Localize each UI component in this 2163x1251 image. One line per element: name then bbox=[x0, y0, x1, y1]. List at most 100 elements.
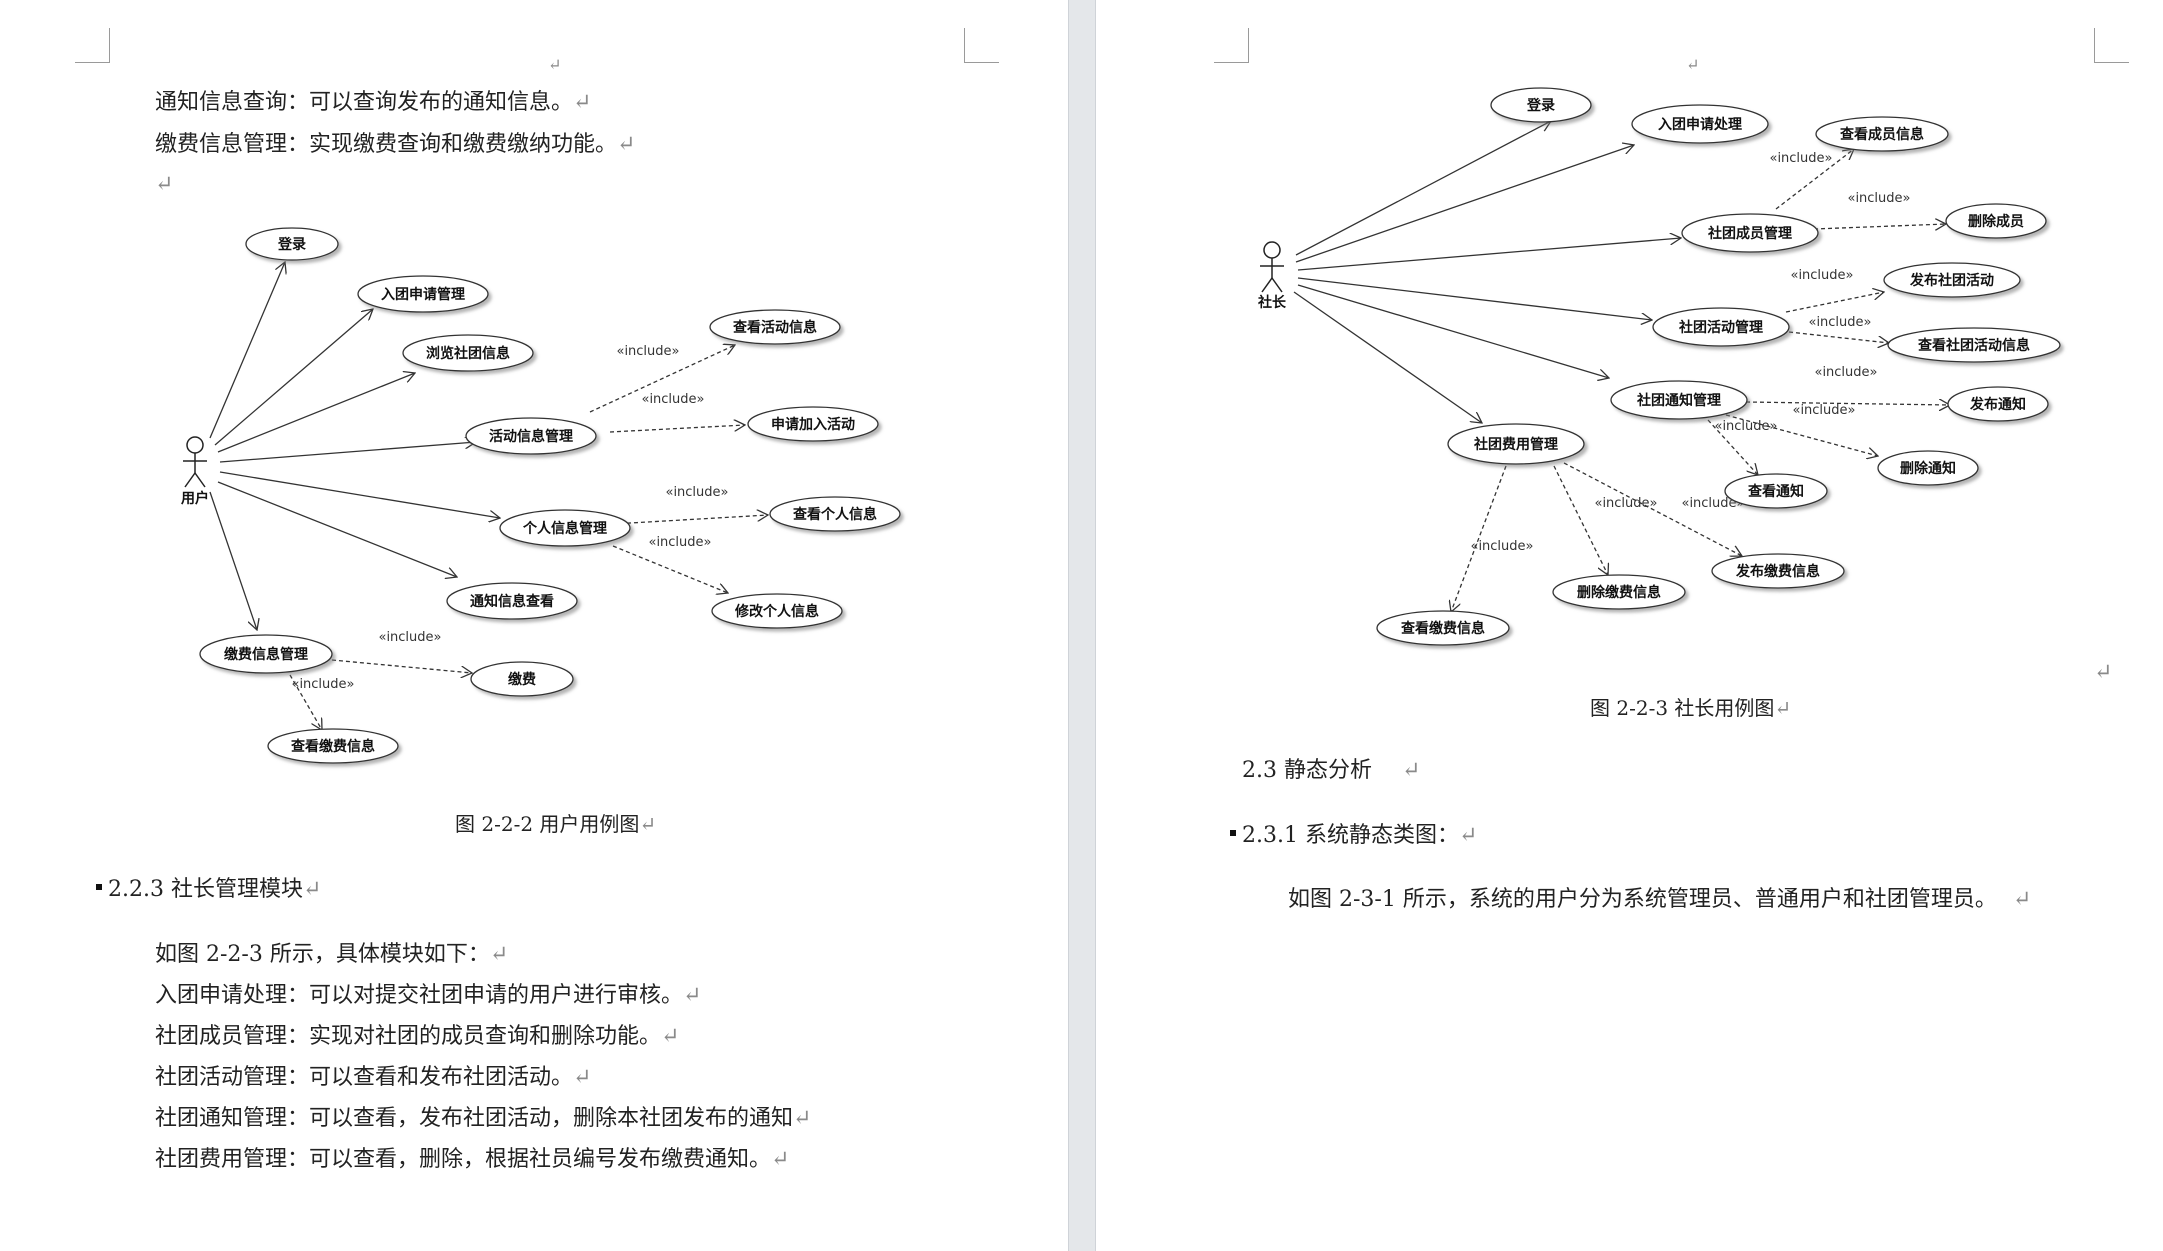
use-case-label: 入团申请处理 bbox=[1658, 116, 1742, 133]
document-page-left: ↵ 通知信息查询：可以查询发布的通知信息。↵ 缴费信息管理：实现缴费查询和缴费缴… bbox=[0, 0, 1068, 1251]
use-case-ellipse bbox=[711, 593, 843, 629]
include-label: «include» bbox=[1808, 315, 1871, 330]
use-case-label: 缴费信息管理 bbox=[224, 646, 308, 663]
associations bbox=[1293, 121, 1681, 423]
use-case-label: 查看活动信息 bbox=[733, 319, 817, 336]
subsection-heading[interactable]: 2.3.1 系统静态类图：↵ bbox=[1242, 821, 1477, 851]
paragraph-text: 社团成员管理：实现对社团的成员查询和删除功能。 bbox=[155, 1024, 662, 1049]
paragraph-mark: ↵ bbox=[1774, 696, 1792, 720]
page-gap bbox=[1068, 0, 1096, 1251]
paragraph-text: 社团通知管理：可以查看，发布社团活动，删除本社团发布的通知 bbox=[155, 1106, 794, 1131]
use-case-ellipse bbox=[1376, 610, 1510, 646]
use-case-ellipse bbox=[245, 227, 339, 261]
include-relations bbox=[289, 345, 768, 730]
actor-label: 用户 bbox=[181, 490, 209, 507]
use-case-ellipse bbox=[1681, 213, 1819, 253]
paragraph-mark: ↵ bbox=[1401, 758, 1421, 783]
use-case-ellipse bbox=[1724, 473, 1828, 509]
use-case-ellipse bbox=[709, 309, 841, 345]
use-case-ellipse bbox=[769, 496, 901, 532]
paragraph[interactable]: 如图 2-2-3 所示，具体模块如下：↵ bbox=[155, 940, 508, 970]
use-case-ellipse bbox=[1945, 203, 2047, 239]
paragraph-mark: ↵ bbox=[617, 132, 636, 157]
paragraph-mark: ↵ bbox=[573, 90, 592, 115]
paragraph-text: 缴费信息管理：实现缴费查询和缴费缴纳功能。 bbox=[155, 132, 618, 157]
paragraph-text: 社团活动管理：可以查看和发布社团活动。 bbox=[155, 1065, 574, 1090]
include-label: «include» bbox=[648, 535, 711, 550]
section-heading[interactable]: 2.2.3 社长管理模块↵ bbox=[108, 875, 321, 905]
associations bbox=[209, 262, 500, 630]
include-label: «include» bbox=[1790, 268, 1853, 283]
paragraph-mark: ↵ bbox=[639, 812, 657, 836]
paragraph[interactable]: 社团成员管理：实现对社团的成员查询和删除功能。↵ bbox=[155, 1022, 679, 1052]
margin-corner-top-right bbox=[964, 28, 999, 63]
use-case-label: 社团活动管理 bbox=[1678, 319, 1763, 336]
paragraph-mark: ↵ bbox=[793, 1106, 812, 1131]
include-label: «include» bbox=[616, 344, 679, 359]
use-case-label: 发布社团活动 bbox=[1909, 272, 1994, 289]
use-case-label: 浏览社团信息 bbox=[426, 345, 510, 362]
paragraph[interactable]: 如图 2-3-1 所示，系统的用户分为系统管理员、普通用户和社团管理员。 ↵ bbox=[1288, 885, 2031, 915]
use-case-ellipse bbox=[267, 728, 399, 764]
paragraph-text: 如图 2-2-3 所示，具体模块如下： bbox=[155, 942, 490, 967]
paragraph[interactable]: 社团费用管理：可以查看，删除，根据社员编号发布缴费通知。↵ bbox=[155, 1145, 789, 1175]
use-case-ellipse bbox=[465, 417, 597, 455]
caption-text: 图 2-2-3 社长用例图 bbox=[1590, 696, 1775, 720]
use-case-label: 登录 bbox=[1526, 97, 1555, 114]
heading-text: 2.2.3 社长管理模块 bbox=[108, 877, 303, 902]
use-case-ellipse bbox=[1947, 386, 2049, 422]
figure-caption: 图 2-2-2 用户用例图↵ bbox=[455, 810, 656, 838]
include-label: «include» bbox=[665, 485, 728, 500]
document-page-right: ↵ 社长 bbox=[1096, 0, 2163, 1251]
paragraph-mark: ↵ bbox=[661, 1024, 680, 1049]
paragraph[interactable]: 入团申请处理：可以对提交社团申请的用户进行审核。↵ bbox=[155, 981, 701, 1011]
include-label: «include» bbox=[1769, 151, 1832, 166]
use-case-diagram-user: 用户 «include» «include» «include» «includ… bbox=[181, 227, 901, 764]
use-case-ellipse bbox=[402, 334, 534, 372]
margin-corner-top-left bbox=[75, 28, 110, 63]
include-label: «include» bbox=[1470, 539, 1533, 554]
heading-text: 2.3.1 系统静态类图： bbox=[1242, 823, 1459, 848]
paragraph-mark: ↵ bbox=[155, 172, 174, 197]
use-case-label: 查看个人信息 bbox=[793, 506, 877, 523]
use-case-label: 登录 bbox=[277, 236, 306, 253]
use-case-label: 删除成员 bbox=[1968, 213, 2024, 230]
paragraph[interactable]: 社团活动管理：可以查看和发布社团活动。↵ bbox=[155, 1063, 591, 1093]
paragraph-text: 通知信息查询：可以查询发布的通知信息。 bbox=[155, 90, 574, 115]
paragraph-text: 如图 2-3-1 所示，系统的用户分为系统管理员、普通用户和社团管理员。 bbox=[1288, 887, 1997, 912]
use-case-label: 活动信息管理 bbox=[489, 428, 573, 445]
include-label: «include» bbox=[1792, 403, 1855, 418]
include-label: «include» bbox=[378, 630, 441, 645]
use-case-label: 入团申请管理 bbox=[381, 286, 465, 303]
paragraph-mark: ↵ bbox=[548, 55, 562, 74]
margin-corner-top-right bbox=[2094, 28, 2129, 63]
actor-user bbox=[183, 436, 207, 488]
use-case-label: 查看缴费信息 bbox=[1401, 620, 1485, 637]
paragraph[interactable]: 社团通知管理：可以查看，发布社团活动，删除本社团发布的通知↵ bbox=[155, 1104, 811, 1134]
use-case-ellipse bbox=[1631, 104, 1769, 144]
paragraph-mark: ↵ bbox=[489, 942, 509, 967]
margin-corner-top-left bbox=[1214, 28, 1249, 63]
actor-label: 社长 bbox=[1257, 294, 1287, 311]
include-relations bbox=[1451, 149, 1950, 612]
paragraph[interactable]: 通知信息查询：可以查询发布的通知信息。↵ bbox=[155, 88, 591, 118]
paragraph[interactable]: 缴费信息管理：实现缴费查询和缴费缴纳功能。↵ bbox=[155, 130, 635, 160]
use-case-label: 通知信息查看 bbox=[470, 593, 554, 610]
include-label: «include» bbox=[1714, 419, 1777, 434]
paragraph-mark: ↵ bbox=[1458, 823, 1478, 848]
use-case-label: 查看通知 bbox=[1748, 483, 1804, 500]
include-label: «include» bbox=[1681, 496, 1744, 511]
use-case-ellipse bbox=[470, 661, 574, 697]
use-case-diagram-president: 社长 «include» «include» «include» «includ… bbox=[1257, 87, 2061, 646]
use-case-label: 查看社团活动信息 bbox=[1918, 337, 2030, 354]
section-heading[interactable]: 2.3 静态分析↵ bbox=[1242, 756, 1420, 786]
use-case-ellipse bbox=[1552, 574, 1686, 610]
use-case-label: 发布缴费信息 bbox=[1735, 563, 1820, 580]
paragraph-mark: ↵ bbox=[1686, 55, 1700, 74]
include-label: «include» bbox=[1814, 365, 1877, 380]
paragraph-mark: ↵ bbox=[2012, 887, 2032, 912]
use-case-ellipse bbox=[1447, 423, 1585, 465]
include-label: «include» bbox=[641, 392, 704, 407]
use-case-ellipse bbox=[1610, 380, 1748, 420]
use-case-ellipse bbox=[1887, 327, 2061, 363]
